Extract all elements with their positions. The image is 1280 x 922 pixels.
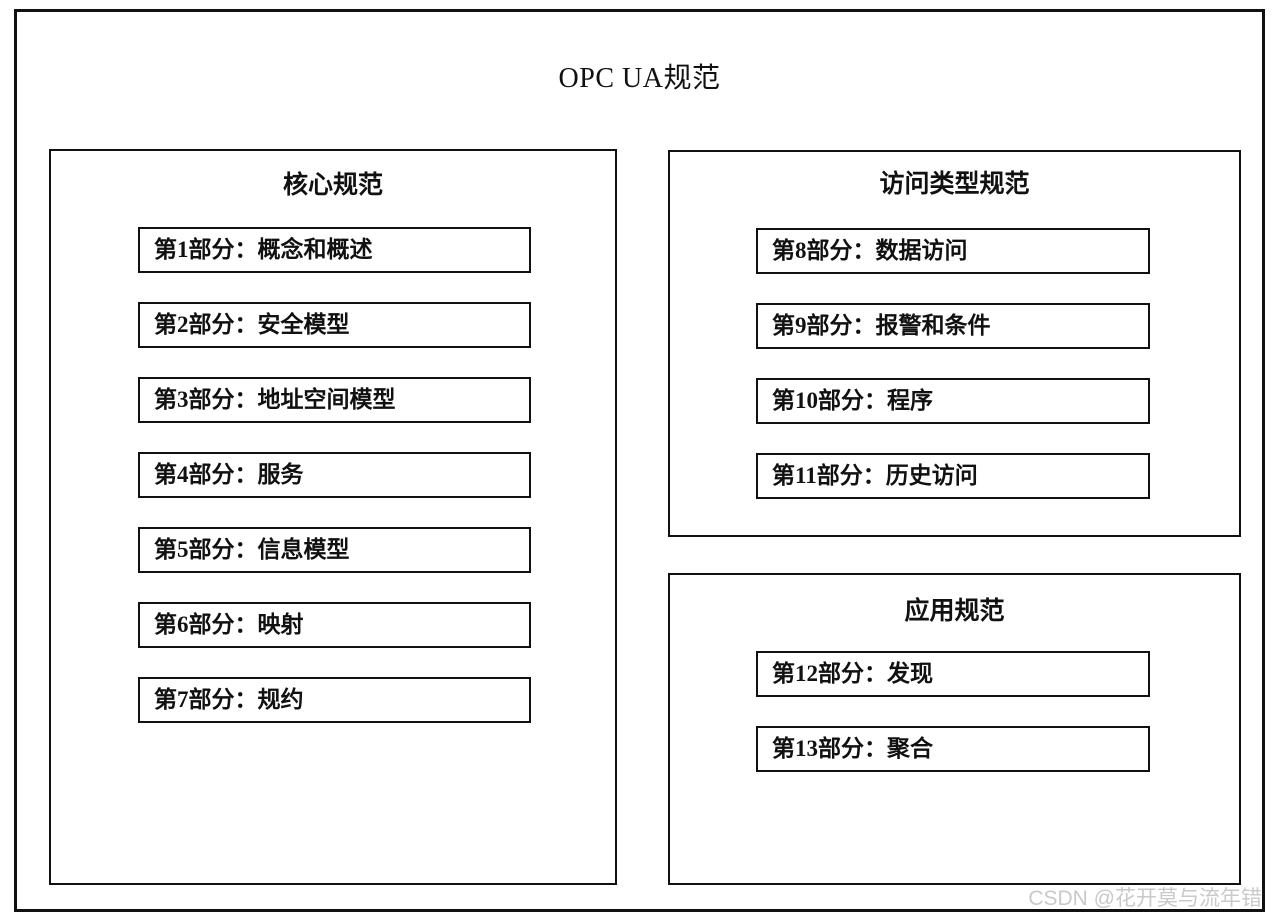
- part-item-12[interactable]: 第12部分：发现: [756, 651, 1150, 697]
- part-item-label: 第11部分：历史访问: [772, 463, 978, 488]
- group-access-title: 访问类型规范: [879, 171, 1030, 198]
- group-application-specifications: 应用规范 第12部分：发现 第13部分：聚合: [668, 573, 1241, 885]
- part-item-10[interactable]: 第10部分：程序: [756, 378, 1150, 424]
- part-item-label: 第13部分：聚合: [772, 736, 933, 761]
- part-item-label: 第9部分：报警和条件: [772, 313, 991, 338]
- part-item-label: 第5部分：信息模型: [154, 537, 350, 562]
- part-item-label: 第4部分：服务: [154, 462, 304, 487]
- part-item-7[interactable]: 第7部分：规约: [138, 677, 531, 723]
- part-item-1[interactable]: 第1部分：概念和概述: [138, 227, 531, 273]
- part-item-label: 第10部分：程序: [772, 388, 933, 413]
- part-item-3[interactable]: 第3部分：地址空间模型: [138, 377, 531, 423]
- group-core-specifications: 核心规范 第1部分：概念和概述 第2部分：安全模型 第3部分：地址空间模型 第4…: [49, 149, 617, 885]
- part-item-4[interactable]: 第4部分：服务: [138, 452, 531, 498]
- part-item-label: 第3部分：地址空间模型: [154, 387, 396, 412]
- part-item-label: 第8部分：数据访问: [772, 238, 968, 263]
- part-item-8[interactable]: 第8部分：数据访问: [756, 228, 1150, 274]
- group-application-title: 应用规范: [904, 598, 1005, 625]
- part-item-5[interactable]: 第5部分：信息模型: [138, 527, 531, 573]
- part-item-11[interactable]: 第11部分：历史访问: [756, 453, 1150, 499]
- group-core-title: 核心规范: [282, 172, 383, 199]
- part-item-13[interactable]: 第13部分：聚合: [756, 726, 1150, 772]
- part-item-6[interactable]: 第6部分：映射: [138, 602, 531, 648]
- part-item-label: 第1部分：概念和概述: [154, 237, 373, 262]
- part-item-2[interactable]: 第2部分：安全模型: [138, 302, 531, 348]
- part-item-label: 第6部分：映射: [154, 612, 304, 637]
- watermark: CSDN @花开莫与流年错: [1028, 887, 1262, 910]
- diagram-title: OPC UA规范: [558, 63, 721, 94]
- part-item-label: 第12部分：发现: [772, 661, 933, 686]
- part-item-label: 第7部分：规约: [154, 687, 304, 712]
- part-item-9[interactable]: 第9部分：报警和条件: [756, 303, 1150, 349]
- part-item-label: 第2部分：安全模型: [154, 312, 350, 337]
- group-access-type-specifications: 访问类型规范 第8部分：数据访问 第9部分：报警和条件 第10部分：程序 第11…: [668, 150, 1241, 537]
